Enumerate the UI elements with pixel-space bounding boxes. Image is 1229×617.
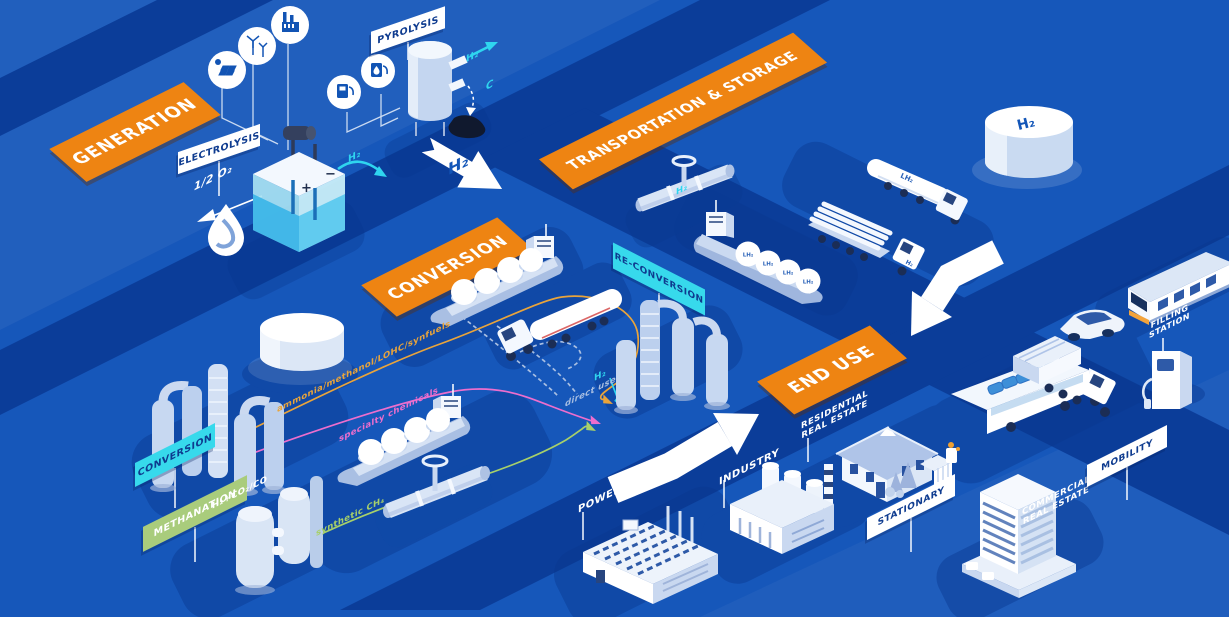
factory-icon bbox=[282, 12, 299, 32]
fuel-cell-unit bbox=[946, 442, 960, 463]
chemical-tanker-ship bbox=[430, 224, 564, 326]
solar-panel-icon bbox=[215, 59, 237, 76]
chemical-tanker-ship bbox=[337, 384, 471, 486]
fossil-source-icons bbox=[327, 54, 395, 109]
industry-factory bbox=[730, 462, 834, 554]
energy-source-icons bbox=[208, 6, 309, 89]
light-wedge bbox=[0, 0, 660, 330]
garage bbox=[920, 455, 952, 487]
oil-pump-icon bbox=[371, 63, 388, 77]
lh2-truck: LH₂ bbox=[867, 159, 968, 225]
methanation-reactors bbox=[235, 476, 323, 595]
electrolyzer-cell: + − bbox=[253, 126, 345, 252]
h2-pipeline-valve bbox=[635, 155, 735, 212]
electrode-minus: − bbox=[325, 167, 336, 182]
train-orange-stripe bbox=[1129, 310, 1149, 325]
flow-line-direct-use bbox=[519, 340, 582, 370]
commercial-office bbox=[962, 474, 1076, 598]
tank-domes bbox=[451, 248, 543, 305]
h2-storage-tank: H₂ bbox=[985, 106, 1073, 178]
hydrogen-train bbox=[1128, 252, 1229, 325]
dump-truck bbox=[1013, 336, 1116, 417]
striped-chimney bbox=[824, 464, 833, 520]
transport-to-enduse-arrow bbox=[911, 240, 1004, 336]
dome-storage-tank bbox=[259, 313, 344, 371]
h2-electrolysis-arrow bbox=[337, 160, 387, 177]
power-plant bbox=[583, 506, 718, 604]
dispenser-screen bbox=[1157, 359, 1174, 371]
ch4-pipeline-valve bbox=[383, 454, 490, 518]
conversion-to-enduse-arrow bbox=[607, 413, 759, 503]
lh2-tanker-ship: LH₂ LH₂ LH₂ LH₂ bbox=[693, 200, 823, 304]
flow-line-specialty bbox=[244, 388, 593, 457]
flow-line-direct-use bbox=[461, 316, 559, 397]
electrode-plus: + bbox=[301, 181, 312, 196]
valve-wheel bbox=[671, 155, 697, 167]
carbon-pile bbox=[448, 115, 486, 139]
svg-text:LH₂: LH₂ bbox=[763, 262, 774, 268]
road-band bbox=[0, 0, 830, 415]
svg-text:LH₂: LH₂ bbox=[783, 271, 794, 277]
svg-text:LH₂: LH₂ bbox=[803, 280, 814, 286]
tank-domes bbox=[358, 408, 450, 465]
road-band bbox=[480, 108, 1229, 535]
residential-house bbox=[835, 426, 960, 502]
road-band bbox=[0, 0, 273, 136]
filling-station-dispenser bbox=[1142, 351, 1192, 409]
h2-out-arrow bbox=[469, 44, 491, 58]
gas-pump-icon bbox=[337, 84, 354, 98]
trees bbox=[885, 462, 917, 498]
svg-text:LH₂: LH₂ bbox=[743, 253, 754, 259]
train-windshield bbox=[1131, 292, 1147, 312]
storage-tank-label: H₂ bbox=[1015, 114, 1036, 134]
tube-trailer-label: H₂ bbox=[904, 259, 914, 269]
water-drop-icon bbox=[208, 204, 244, 256]
lh2-spheres: LH₂ LH₂ LH₂ LH₂ bbox=[735, 241, 821, 294]
tanker-truck bbox=[497, 289, 622, 361]
fuel-hose bbox=[1142, 377, 1153, 402]
h2-tube-trailer: H₂ bbox=[808, 201, 925, 276]
valve-wheel bbox=[421, 454, 449, 468]
carbon-drop-arrow bbox=[467, 85, 475, 111]
pyrolysis-reactor bbox=[408, 41, 498, 139]
re-conversion-plant bbox=[614, 299, 730, 414]
wind-turbine-icon bbox=[246, 35, 268, 57]
fuel-cell-car bbox=[1060, 309, 1125, 341]
